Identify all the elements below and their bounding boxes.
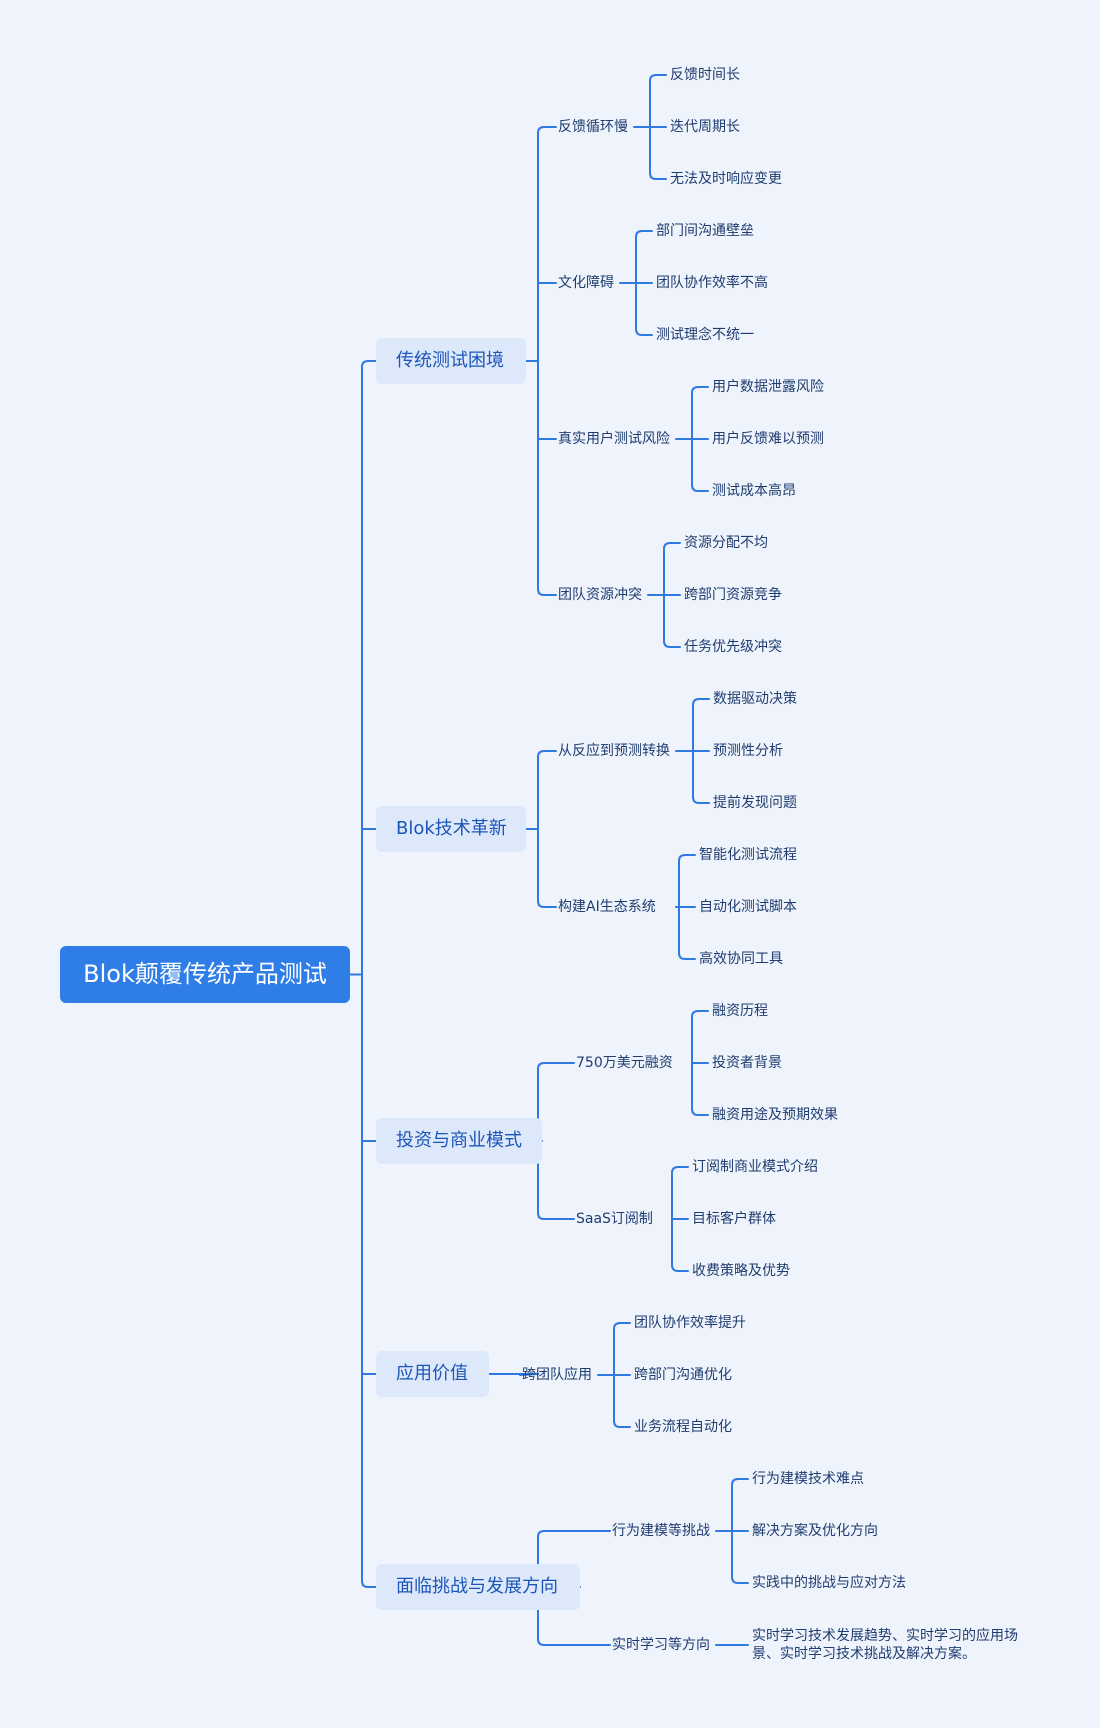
leaf-node[interactable]: 测试理念不统一 (656, 327, 754, 343)
leaf-node[interactable]: 智能化测试流程 (699, 847, 797, 863)
subtopic-node[interactable]: 团队资源冲突 (558, 587, 642, 603)
leaf-node[interactable]: 迭代周期长 (670, 119, 740, 135)
leaf-node[interactable]: 团队协作效率提升 (634, 1315, 746, 1331)
leaf-node[interactable]: 融资用途及预期效果 (712, 1107, 838, 1123)
leaf-node[interactable]: 行为建模技术难点 (752, 1471, 864, 1487)
branch-node-4[interactable]: 应用价值 (376, 1351, 489, 1397)
leaf-node[interactable]: 高效协同工具 (699, 951, 783, 967)
leaf-node[interactable]: 无法及时响应变更 (670, 171, 782, 187)
leaf-node[interactable]: 部门间沟通壁垒 (656, 223, 754, 239)
leaf-node[interactable]: 订阅制商业模式介绍 (692, 1159, 818, 1175)
subtopic-node[interactable]: 行为建模等挑战 (612, 1523, 710, 1539)
leaf-node[interactable]: 自动化测试脚本 (699, 899, 797, 915)
leaf-node[interactable]: 实践中的挑战与应对方法 (752, 1575, 906, 1591)
branch-node-1[interactable]: 传统测试困境 (376, 338, 526, 384)
branch-connector-3-bracket (537, 1062, 575, 1220)
leaf-node[interactable]: 资源分配不均 (684, 535, 768, 551)
leaf-node[interactable]: 投资者背景 (712, 1055, 782, 1071)
leaf-node[interactable]: 数据驱动决策 (713, 691, 797, 707)
leaf-node[interactable]: 测试成本高昂 (712, 483, 796, 499)
leaf-node[interactable]: 跨部门资源竞争 (684, 587, 782, 603)
leaf-node[interactable]: 反馈时间长 (670, 67, 740, 83)
leaf-node[interactable]: 预测性分析 (713, 743, 783, 759)
branch-connector-1-bracket (537, 126, 557, 596)
leaf-node[interactable]: 融资历程 (712, 1003, 768, 1019)
branch-connector-2-bracket (537, 750, 557, 908)
leaf-node[interactable]: 用户数据泄露风险 (712, 379, 824, 395)
branch-node-5[interactable]: 面临挑战与发展方向 (376, 1564, 580, 1610)
subtopic-node[interactable]: 750万美元融资 (576, 1055, 673, 1071)
subtopic-node[interactable]: 文化障碍 (558, 275, 614, 291)
leaf-node[interactable]: 任务优先级冲突 (684, 639, 782, 655)
leaf-node[interactable]: 提前发现问题 (713, 795, 797, 811)
leaf-node[interactable]: 业务流程自动化 (634, 1419, 732, 1435)
subtopic-node[interactable]: 构建AI生态系统 (558, 899, 656, 915)
branch-node-2[interactable]: Blok技术革新 (376, 806, 526, 852)
leaf-node[interactable]: 实时学习技术发展趋势、实时学习的应用场景、实时学习技术挑战及解决方案。 (752, 1628, 1018, 1662)
leaf-node[interactable]: 解决方案及优化方向 (752, 1523, 878, 1539)
subtopic-node[interactable]: 反馈循环慢 (558, 119, 628, 135)
root-node[interactable]: Blok颠覆传统产品测试 (60, 946, 350, 1003)
leaf-node[interactable]: 目标客户群体 (692, 1211, 776, 1227)
subtopic-node[interactable]: 真实用户测试风险 (558, 431, 670, 447)
leaf-node[interactable]: 团队协作效率不高 (656, 275, 768, 291)
leaf-node[interactable]: 跨部门沟通优化 (634, 1367, 732, 1383)
leaf-node[interactable]: 收费策略及优势 (692, 1263, 790, 1279)
subtopic-node[interactable]: 跨团队应用 (522, 1367, 592, 1383)
leaf-node[interactable]: 用户反馈难以预测 (712, 431, 824, 447)
subtopic-node[interactable]: 实时学习等方向 (612, 1637, 710, 1653)
subtopic-node[interactable]: 从反应到预测转换 (558, 743, 670, 759)
root-connector-bracket (361, 360, 377, 1588)
subtopic-node[interactable]: SaaS订阅制 (576, 1211, 653, 1227)
branch-node-3[interactable]: 投资与商业模式 (376, 1118, 542, 1164)
branch-connector-4-branch (519, 1373, 539, 1376)
